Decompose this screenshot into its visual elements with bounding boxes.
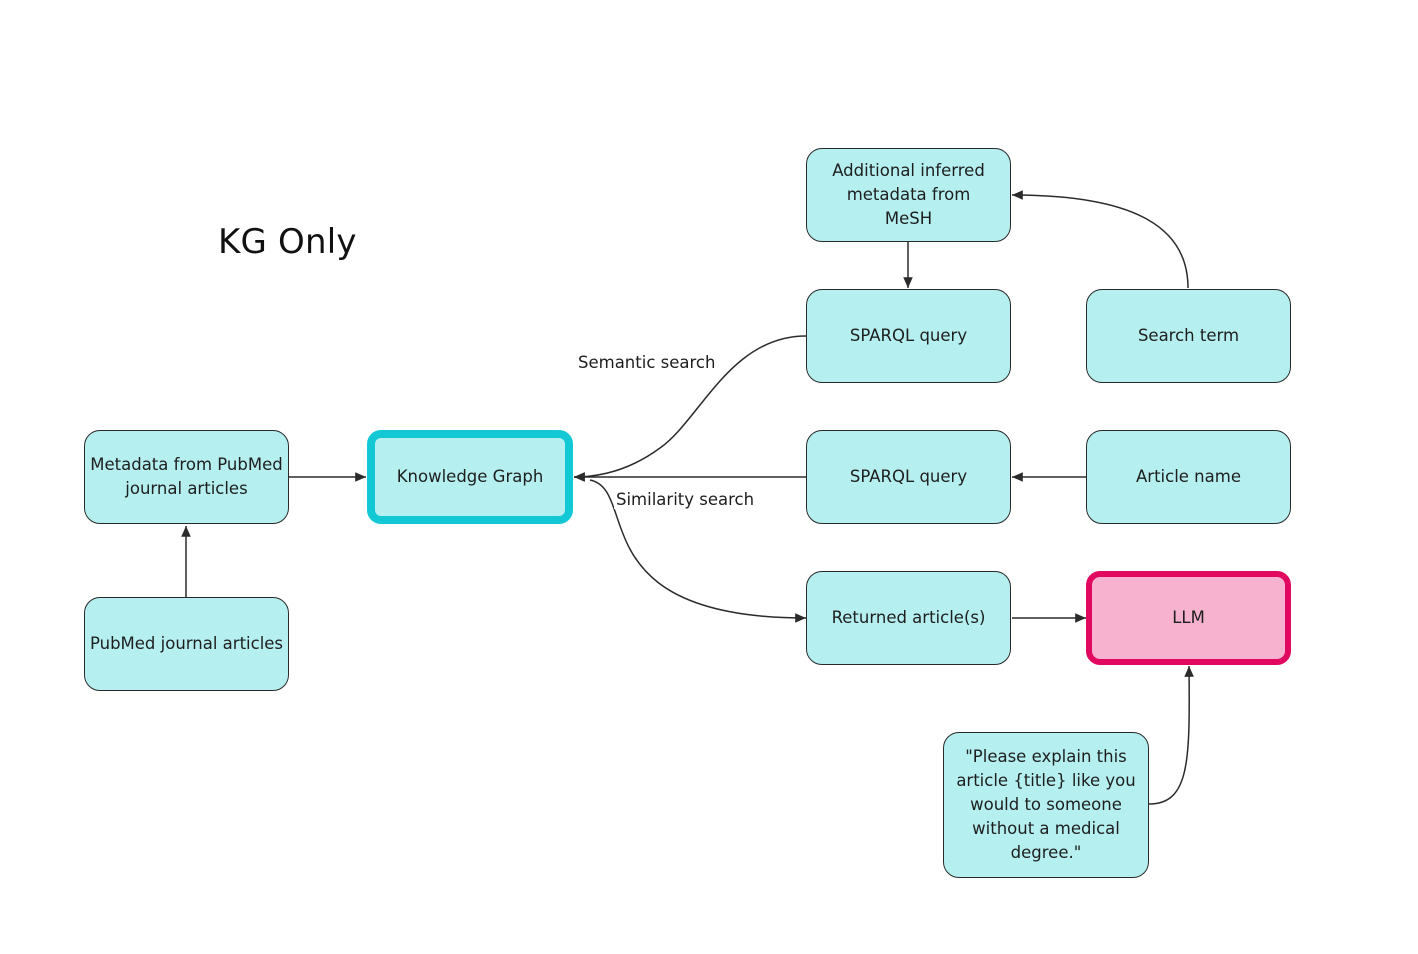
node-returned-articles: Returned article(s) — [806, 571, 1011, 665]
label-semantic-search: Semantic search — [576, 353, 718, 372]
edge-searchterm-to-metadata — [1011, 190, 1189, 289]
node-knowledge-graph: Knowledge Graph — [367, 430, 573, 524]
diagram-title: KG Only — [218, 222, 357, 262]
node-prompt: "Please explain this article {title} lik… — [943, 732, 1149, 878]
node-search-term: Search term — [1086, 289, 1291, 383]
node-metadata-pubmed: Metadata from PubMed journal articles — [84, 430, 289, 524]
node-sparql-query-top: SPARQL query — [806, 289, 1011, 383]
node-llm: LLM — [1086, 571, 1291, 665]
node-additional-metadata: Additional inferred metadata from MeSH — [806, 148, 1011, 242]
edge-prompt-to-llm — [1148, 665, 1194, 805]
label-similarity-search: Similarity search — [614, 490, 757, 509]
edge-sparql-top-to-kg — [573, 335, 807, 482]
edge-kg-to-returned — [589, 479, 807, 623]
node-pubmed-articles: PubMed journal articles — [84, 597, 289, 691]
node-article-name: Article name — [1086, 430, 1291, 524]
node-sparql-query-mid: SPARQL query — [806, 430, 1011, 524]
